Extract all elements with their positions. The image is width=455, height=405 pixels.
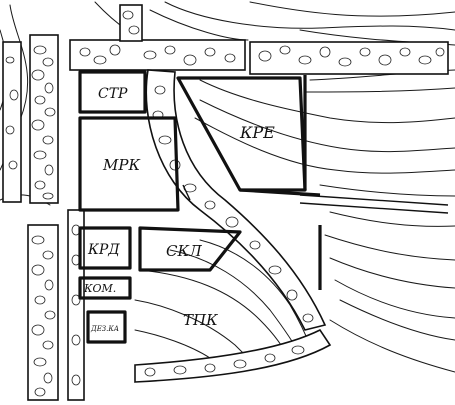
label-mrk: МРК xyxy=(102,156,140,174)
block-str xyxy=(78,70,147,114)
label-krd: КРД xyxy=(87,242,120,258)
block-sub xyxy=(86,310,127,344)
block-skl xyxy=(138,226,242,272)
stone-texture xyxy=(5,10,445,397)
label-sub: ДЕЗ.КА xyxy=(90,325,119,333)
block-kom xyxy=(78,276,132,300)
road-strip-left-lower xyxy=(27,224,59,401)
road-strip-far-left xyxy=(2,41,22,203)
pipe-line xyxy=(299,194,449,206)
kre-extension xyxy=(239,188,321,197)
label-skl: СКЛ xyxy=(166,242,202,260)
label-str: СТР xyxy=(98,86,128,102)
road-strip-left-upper xyxy=(29,34,59,204)
road-strips xyxy=(2,4,449,401)
road-strip-north xyxy=(119,4,143,42)
zone-labels: СТР МРК КРЕ КРД СКЛ КОМ. ТПК ДЕЗ.КА xyxy=(83,86,275,333)
label-tpk: ТПК xyxy=(183,311,218,329)
road-strip-diagonal xyxy=(145,69,327,331)
label-kre: КРЕ xyxy=(239,123,275,142)
road-strip-top-right xyxy=(249,41,449,75)
label-kom: КОМ. xyxy=(83,282,116,295)
small-connector xyxy=(182,184,191,201)
road-strip-bottom xyxy=(134,328,332,383)
building-blocks xyxy=(78,70,449,344)
block-mrk xyxy=(78,116,180,212)
block-krd xyxy=(78,226,132,270)
pipe-line-2 xyxy=(299,202,449,214)
road-strip-top xyxy=(69,39,246,71)
